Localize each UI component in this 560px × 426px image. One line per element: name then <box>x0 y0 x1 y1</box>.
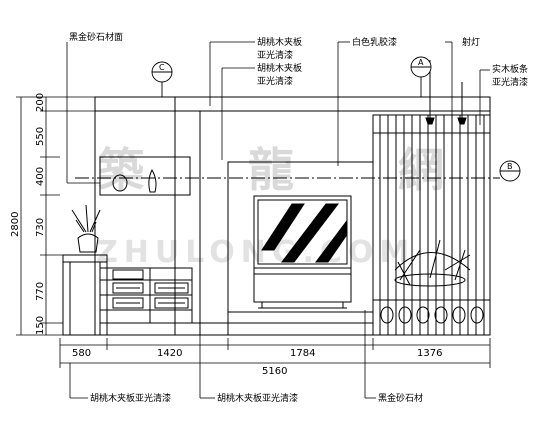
label-walnut-1b: 亚光清漆 <box>257 49 293 61</box>
watermark-char-2: 龍 <box>248 143 294 197</box>
vdim-550: 550 <box>35 127 46 146</box>
vdim-total: 2800 <box>10 212 21 237</box>
wall-niche <box>99 156 191 196</box>
watermark-char-3: 網 <box>398 143 444 197</box>
label-walnut-2: 胡桃木夹板 <box>257 62 302 74</box>
bubble-b: B <box>507 162 513 171</box>
screen-ornament <box>470 306 484 324</box>
label-spotlight: 射灯 <box>462 36 480 48</box>
bubble-a: A <box>418 58 424 67</box>
screen-ornament <box>398 306 412 324</box>
vdim-730: 730 <box>35 218 46 237</box>
top-leaders <box>66 41 490 184</box>
screen-ornament <box>380 306 394 324</box>
watermark-char-1: 築 <box>98 143 145 197</box>
label-latex: 白色乳胶漆 <box>352 36 397 48</box>
vertical-dim-chain <box>16 96 95 336</box>
vdim-770: 770 <box>35 282 46 301</box>
label-walnut-1: 胡桃木夹板 <box>257 36 302 48</box>
watermark-latin: ZHULONG.COM <box>96 235 415 270</box>
vdim-200: 200 <box>35 93 46 112</box>
hdim-580: 580 <box>72 348 91 359</box>
label-stone-top: 黑金砂石材面 <box>69 31 123 43</box>
screen-ornament <box>434 306 448 324</box>
label-stone-bottom: 黑金砂石材 <box>378 392 423 404</box>
screen-ornament <box>416 306 430 324</box>
hdim-1420: 1420 <box>157 348 182 359</box>
bubble-c: C <box>159 63 165 72</box>
hdim-1376: 1376 <box>417 348 442 359</box>
horizontal-dim-chain <box>59 310 491 399</box>
label-walnut-2b: 亚光清漆 <box>257 75 293 87</box>
screen-ornament <box>452 306 466 324</box>
label-solid-2: 亚光清漆 <box>492 76 528 88</box>
label-walnut-bottom-2: 胡桃木夹板亚光清漆 <box>217 392 298 404</box>
slat-screen <box>372 114 491 336</box>
vdim-400: 400 <box>35 167 46 186</box>
vdim-150: 150 <box>35 316 46 335</box>
label-walnut-bottom-1: 胡桃木夹板亚光清漆 <box>90 392 171 404</box>
hdim-total: 5160 <box>262 366 287 377</box>
hdim-1784: 1784 <box>290 348 315 359</box>
label-solid-1: 实木板条 <box>492 63 528 75</box>
section-bubbles <box>151 56 521 182</box>
